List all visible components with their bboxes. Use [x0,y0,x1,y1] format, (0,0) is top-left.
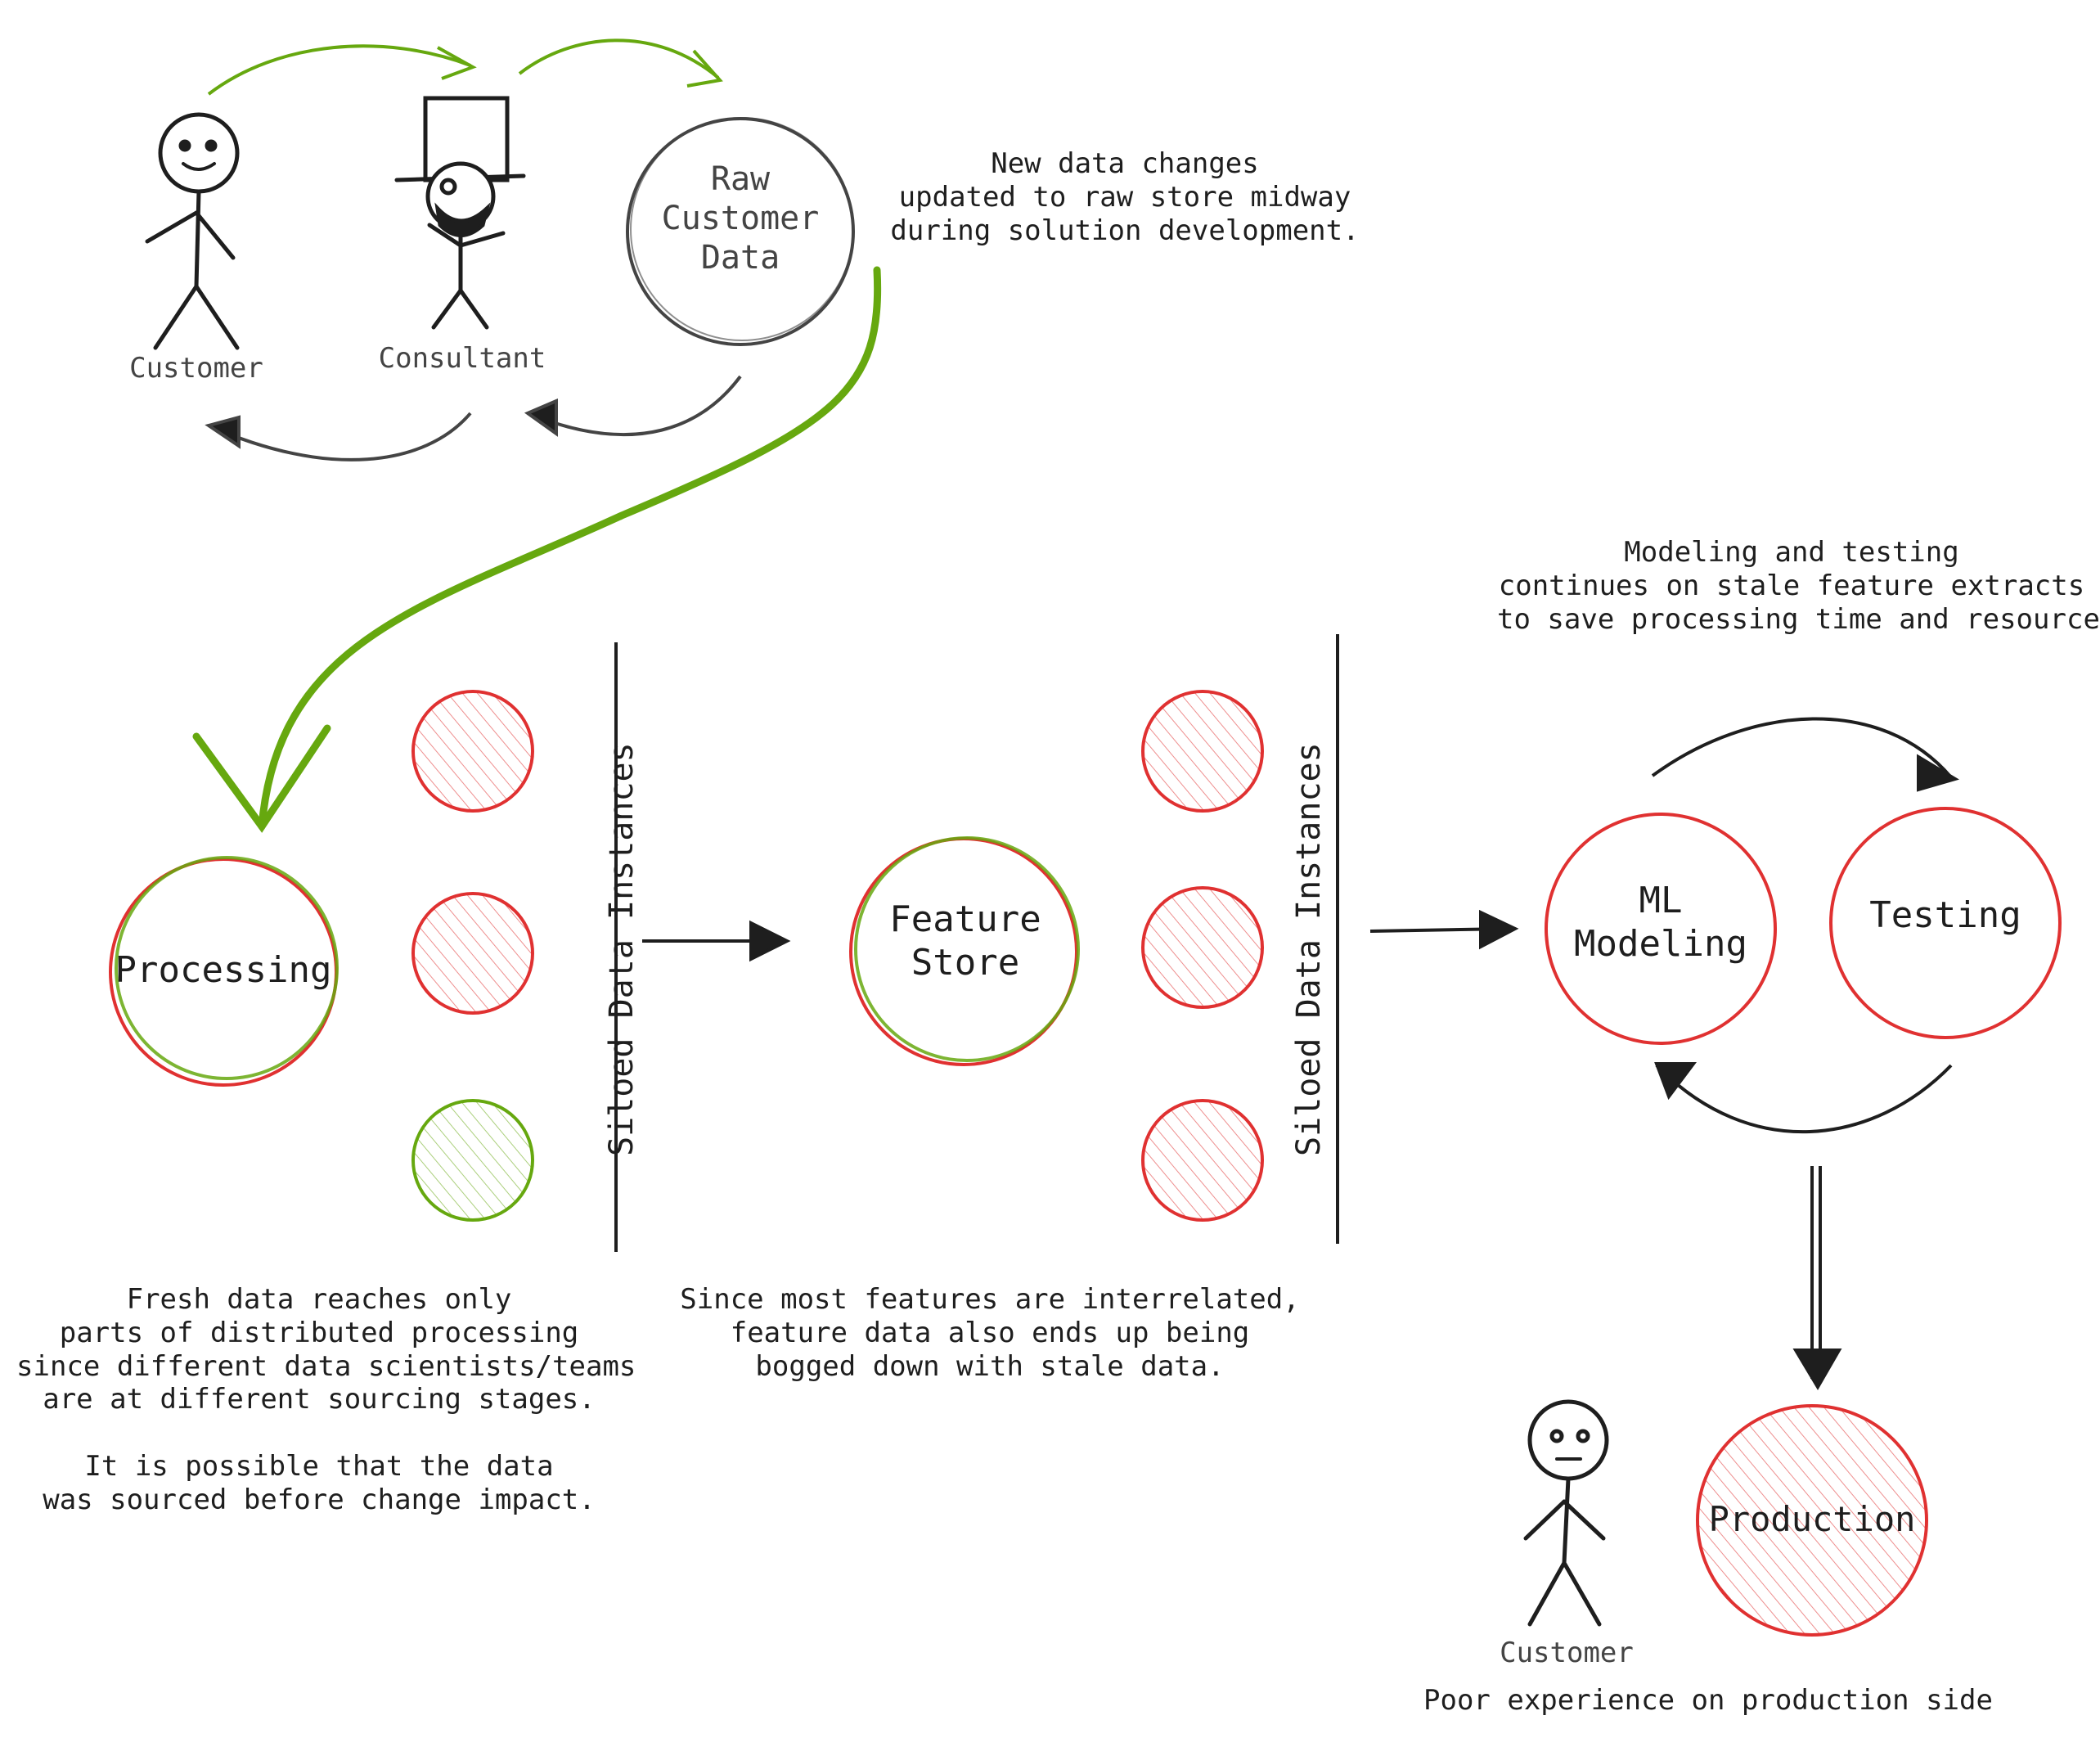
arrow-raw-to-consultant [524,375,742,437]
silo-right-2 [1141,886,1264,1009]
testing-label: Testing [1869,894,2021,936]
siloed-label-left: Siloed Data Instances [603,742,641,1156]
processing-node [109,856,339,1087]
production-note: Poor experience on production side [1423,1684,1993,1717]
processing-note: Fresh data reaches only parts of distrib… [16,1283,636,1516]
arrow-raw-to-processing [192,266,882,833]
feature-store-label: Feature Store [889,898,1041,984]
feature-store-node [849,836,1080,1066]
testing-node [1829,807,2062,1039]
feature-note: Since most features are interrelated, fe… [680,1283,1300,1383]
arrow-customer-to-consultant [207,44,477,96]
siloed-label-right: Siloed Data Instances [1290,742,1328,1156]
ml-modeling-label: ML Modeling [1574,880,1747,965]
consultant-label: Consultant [378,342,546,375]
raw-data-node [626,117,855,346]
ml-modeling-node [1545,813,1777,1045]
silo-right-1 [1141,690,1264,813]
customer-bottom-figure [1523,1399,1609,1627]
arrow-ml-to-testing [1651,717,1959,792]
arrow-feature-to-ml [1369,909,1519,950]
arrow-processing-to-feature [642,920,791,962]
modeling-note: Modeling and testing continues on stale … [1497,536,2100,636]
processing-label: Processing [115,949,332,991]
raw-data-label: Raw Customer Data [661,160,820,277]
customer-top-figure [145,112,240,350]
silo-left-2 [411,892,534,1015]
arrow-consultant-to-customer [205,412,472,462]
raw-changes-note: New data changes updated to raw store mi… [890,147,1360,247]
arrow-consultant-to-raw [518,38,723,88]
production-node [1696,1404,1928,1637]
consultant-figure [394,96,526,330]
customer-bottom-label: Customer [1500,1637,1634,1669]
silo-left-3 [411,1099,534,1222]
silo-right-3 [1141,1099,1264,1222]
customer-top-label: Customer [129,352,263,385]
arrow-testing-to-ml [1654,1062,1953,1134]
arrow-ml-to-production [1792,1166,1842,1390]
silo-left-1 [411,690,534,813]
production-label: Production [1708,1499,1916,1539]
